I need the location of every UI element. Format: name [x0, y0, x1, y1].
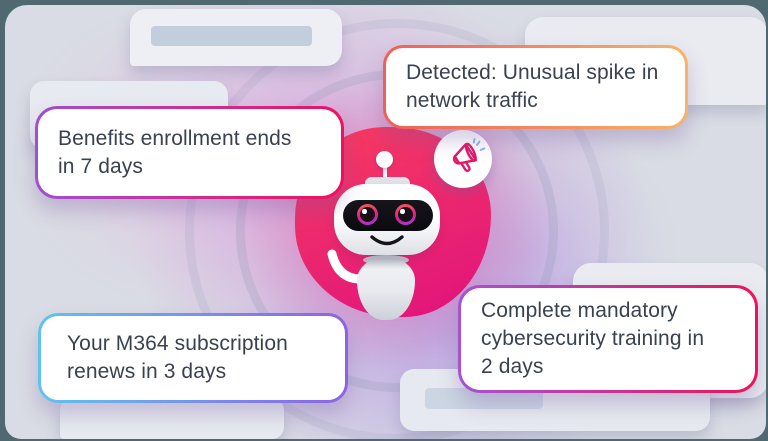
placeholder-text-bar [425, 388, 543, 409]
notification-card: Your M364 subscription renews in 3 days [41, 316, 345, 400]
notification-subscription: Your M364 subscription renews in 3 days [38, 313, 348, 403]
robot-smile [370, 235, 404, 246]
megaphone-icon [452, 138, 486, 173]
notification-benefits: Benefits enrollment ends in 7 days [35, 106, 344, 199]
notification-card: Complete mandatory cybersecurity trainin… [461, 288, 755, 390]
notification-network-traffic: Detected: Unusual spike in network traff… [383, 45, 688, 129]
robot-eye-left [357, 204, 378, 225]
notification-text: Complete mandatory cybersecurity trainin… [481, 299, 705, 378]
notification-text: Detected: Unusual spike in network traff… [406, 61, 659, 112]
megaphone-badge [434, 130, 492, 188]
placeholder-bubble [60, 398, 284, 439]
notification-text: Your M364 subscription renews in 3 days [67, 332, 288, 383]
ripple-circle-outer [185, 19, 609, 439]
placeholder-text-bar [151, 26, 312, 46]
notification-text: Benefits enrollment ends in 7 days [58, 126, 292, 178]
robot-antenna-stem [383, 166, 387, 182]
robot-arm [327, 249, 364, 284]
robot-eye-right [395, 204, 416, 225]
notification-card: Detected: Unusual spike in network traff… [386, 48, 685, 126]
notification-training: Complete mandatory cybersecurity trainin… [458, 285, 758, 393]
notification-card: Benefits enrollment ends in 7 days [38, 109, 341, 196]
placeholder-bubble [130, 9, 342, 66]
robot-antenna-ball [376, 151, 393, 168]
robot-body [357, 258, 415, 320]
illustration-card: Benefits enrollment ends in 7 days Detec… [5, 5, 766, 439]
